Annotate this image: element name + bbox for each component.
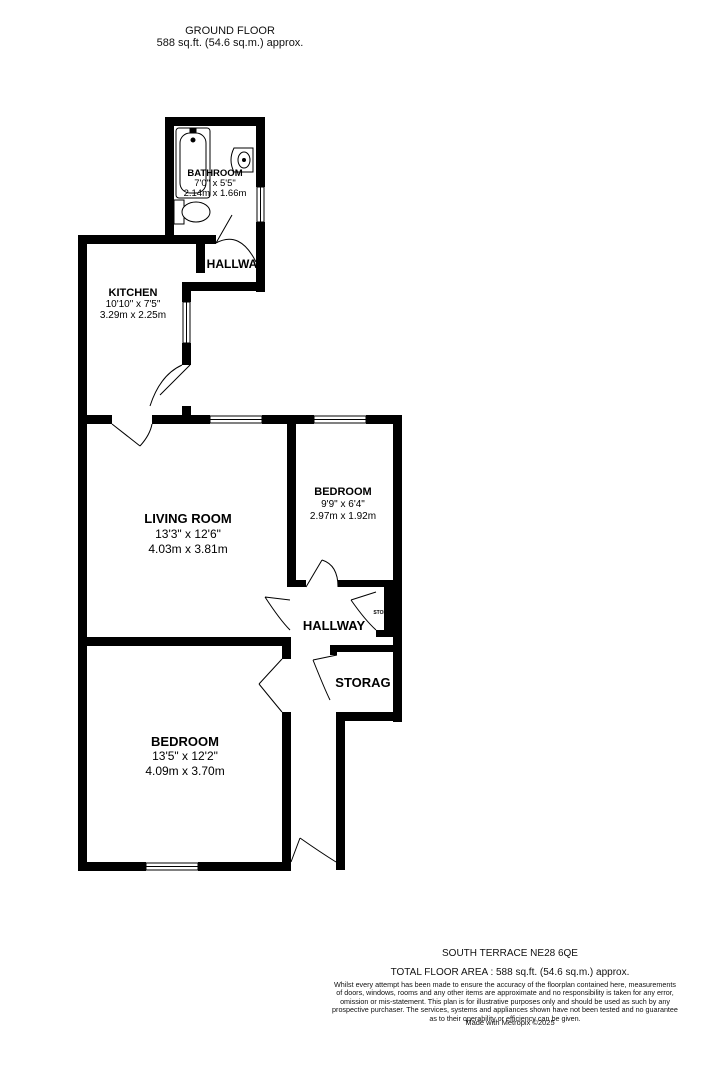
- room-name: LIVING ROOM: [144, 511, 231, 526]
- wall: [182, 343, 191, 365]
- sink-icon: [230, 147, 254, 173]
- wall: [384, 587, 393, 637]
- wall: [336, 712, 345, 870]
- wall: [182, 282, 191, 302]
- doors: [111, 214, 377, 863]
- wall: [366, 415, 402, 424]
- room-name: BATHROOM: [187, 168, 242, 179]
- wall: [282, 637, 291, 659]
- fixtures: [173, 127, 254, 225]
- wall: [287, 415, 296, 587]
- wall: [165, 117, 174, 243]
- door-swing: [264, 596, 291, 631]
- wall: [196, 243, 205, 273]
- wall: [282, 712, 291, 870]
- property-address: SOUTH TERRACE NE28 6QE: [442, 948, 578, 959]
- wall: [152, 415, 190, 424]
- room-dimensions-imperial: 7'0" x 5'5": [194, 178, 236, 189]
- wall: [87, 637, 290, 646]
- wall: [78, 862, 146, 871]
- disclaimer-text: Whilst every attempt has been made to en…: [332, 980, 678, 1023]
- door-swing: [290, 837, 337, 863]
- room-name: BEDROOM: [151, 734, 219, 749]
- floor-title: GROUND FLOOR: [185, 25, 275, 37]
- wall: [338, 580, 393, 587]
- door-swing: [312, 654, 338, 701]
- wall: [198, 862, 291, 871]
- wall: [182, 406, 191, 424]
- room-dimensions-metric: 2.97m x 1.92m: [310, 511, 376, 522]
- wall: [296, 580, 306, 587]
- wall: [165, 117, 265, 126]
- door-swing: [111, 423, 153, 447]
- bathtub-icon: [175, 127, 211, 199]
- room-dimensions-metric: 4.09m x 3.70m: [145, 764, 224, 778]
- wall: [78, 235, 87, 871]
- room-dimensions-imperial: 9'9" x 6'4": [321, 499, 365, 510]
- wall: [87, 415, 112, 424]
- walls: [78, 117, 402, 871]
- total-floor-area: TOTAL FLOOR AREA : 588 sq.ft. (54.6 sq.m…: [390, 967, 630, 978]
- made-with-credit: Made with Metropix ©2025: [465, 1018, 555, 1027]
- room-dimensions-imperial: 13'3" x 12'6": [155, 527, 221, 541]
- room-dimensions-metric: 2.14m x 1.66m: [184, 188, 247, 199]
- door-swing: [149, 364, 191, 407]
- wall: [78, 235, 174, 244]
- wall: [256, 222, 265, 292]
- wall: [182, 282, 265, 291]
- wall: [330, 645, 402, 652]
- room-dimensions-imperial: 13'5" x 12'2": [152, 749, 218, 763]
- wall: [174, 235, 216, 244]
- room-name: STORAG: [335, 675, 390, 690]
- wall: [393, 415, 402, 722]
- wall: [336, 712, 402, 721]
- room-name: BEDROOM: [314, 486, 371, 498]
- room-name: KITCHEN: [109, 287, 158, 299]
- room-dimensions-metric: 3.29m x 2.25m: [100, 310, 166, 321]
- wall: [256, 117, 265, 187]
- wall: [330, 645, 337, 655]
- wall: [376, 630, 393, 637]
- toilet-icon: [173, 199, 211, 225]
- door-swing: [215, 214, 257, 263]
- room-dimensions-imperial: 10'10" x 7'5": [106, 299, 161, 310]
- room-dimensions-metric: 4.03m x 3.81m: [148, 542, 227, 556]
- floor-area: 588 sq.ft. (54.6 sq.m.) approx.: [156, 37, 304, 49]
- door-swing: [305, 559, 339, 588]
- windows: [145, 186, 367, 871]
- room-name: STORAG: [373, 610, 394, 616]
- door-swing: [258, 658, 283, 713]
- door-swing: [350, 591, 377, 631]
- room-name: HALLWAY: [303, 618, 366, 633]
- room-name: HALLWA: [207, 257, 258, 271]
- room-labels: BATHROOM 7'0" x 5'5" 2.14m x 1.66m HALLW…: [100, 168, 395, 778]
- wall: [190, 415, 210, 424]
